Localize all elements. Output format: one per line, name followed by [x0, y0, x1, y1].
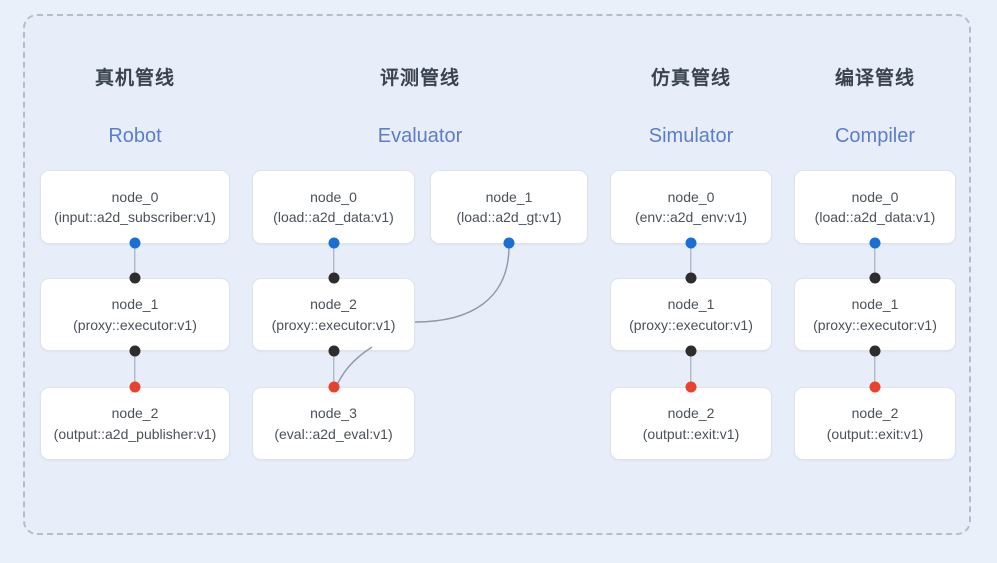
- node-evaluator-3[interactable]: node_3 (eval::a2d_eval:v1): [252, 387, 415, 460]
- node-compiler-2[interactable]: node_2 (output::exit:v1): [794, 387, 956, 460]
- node-name: node_3: [310, 405, 357, 422]
- node-robot-2[interactable]: node_2 (output::a2d_publisher:v1): [40, 387, 230, 460]
- column-subtitle-robot: Robot: [108, 125, 162, 147]
- port-input-compiler-2[interactable]: [869, 381, 881, 393]
- node-spec: (proxy::executor:v1): [271, 316, 396, 333]
- node-simulator-2[interactable]: node_2 (output::exit:v1): [610, 387, 772, 460]
- column-subtitle-evaluator: Evaluator: [377, 125, 463, 147]
- port-output-compiler-1[interactable]: [869, 345, 881, 357]
- port-output-robot-0[interactable]: [129, 237, 141, 249]
- port-output-compiler-0[interactable]: [869, 237, 881, 249]
- column-title-compiler: 编译管线: [834, 68, 915, 89]
- node-spec: (load::a2d_data:v1): [273, 209, 394, 225]
- port-output-robot-1[interactable]: [129, 345, 141, 357]
- node-name: node_0: [667, 188, 715, 205]
- column-title-robot: 真机管线: [94, 68, 175, 89]
- node-spec: (input::a2d_subscriber:v1): [54, 209, 216, 225]
- node-compiler-0[interactable]: node_0 (load::a2d_data:v1): [794, 170, 956, 244]
- node-name: node_2: [667, 405, 715, 422]
- node-simulator-0[interactable]: node_0 (env::a2d_env:v1): [610, 170, 772, 244]
- node-spec: (output::a2d_publisher:v1): [53, 425, 217, 442]
- node-evaluator-2[interactable]: node_2 (proxy::executor:v1): [252, 278, 415, 351]
- node-spec: (output::exit:v1): [642, 425, 740, 442]
- port-input-robot-2[interactable]: [129, 381, 141, 393]
- port-input-evaluator-2[interactable]: [328, 272, 340, 284]
- port-input-evaluator-3[interactable]: [328, 381, 340, 393]
- column-title-simulator: 仿真管线: [650, 68, 731, 89]
- port-input-robot-1[interactable]: [129, 272, 141, 284]
- edge-evaluator-0-2: [333, 243, 335, 278]
- port-output-simulator-1[interactable]: [685, 345, 697, 357]
- port-input-simulator-1[interactable]: [685, 272, 697, 284]
- node-name: node_1: [111, 296, 159, 313]
- port-output-evaluator-0[interactable]: [328, 237, 340, 249]
- node-spec: (proxy::executor:v1): [629, 316, 753, 333]
- edge-compiler-0-1: [874, 243, 876, 278]
- column-subtitle-compiler: Compiler: [834, 125, 916, 147]
- port-input-compiler-1[interactable]: [869, 272, 881, 284]
- edge-evaluator-2-3: [333, 351, 335, 387]
- node-name: node_0: [111, 188, 159, 205]
- node-spec: (proxy::executor:v1): [813, 316, 937, 333]
- node-name: node_1: [667, 296, 715, 313]
- node-name: node_0: [851, 188, 899, 205]
- edge-robot-0-1: [134, 243, 136, 278]
- node-name: node_2: [111, 405, 159, 422]
- port-output-evaluator-1[interactable]: [503, 237, 515, 249]
- node-robot-1[interactable]: node_1 (proxy::executor:v1): [40, 278, 230, 351]
- node-name: node_1: [485, 188, 533, 205]
- port-output-simulator-0[interactable]: [685, 237, 697, 249]
- node-spec: (proxy::executor:v1): [73, 316, 197, 333]
- node-simulator-1[interactable]: node_1 (proxy::executor:v1): [610, 278, 772, 351]
- node-spec: (output::exit:v1): [826, 425, 924, 442]
- column-title-evaluator: 评测管线: [379, 68, 460, 89]
- edge-compiler-1-2: [874, 351, 876, 387]
- edge-simulator-0-1: [690, 243, 692, 278]
- port-input-simulator-2[interactable]: [685, 381, 697, 393]
- node-robot-0[interactable]: node_0 (input::a2d_subscriber:v1): [40, 170, 230, 244]
- node-name: node_2: [310, 296, 357, 313]
- node-compiler-1[interactable]: node_1 (proxy::executor:v1): [794, 278, 956, 351]
- node-spec: (eval::a2d_eval:v1): [274, 425, 393, 442]
- node-evaluator-1[interactable]: node_1 (load::a2d_gt:v1): [430, 170, 588, 244]
- edge-robot-1-2: [134, 351, 136, 387]
- node-name: node_2: [851, 405, 899, 422]
- port-output-evaluator-2[interactable]: [328, 345, 340, 357]
- node-name: node_0: [310, 188, 357, 205]
- node-evaluator-0[interactable]: node_0 (load::a2d_data:v1): [252, 170, 415, 244]
- column-subtitle-simulator: Simulator: [648, 125, 734, 147]
- edge-simulator-1-2: [690, 351, 692, 387]
- node-name: node_1: [851, 296, 899, 313]
- node-spec: (load::a2d_data:v1): [814, 209, 936, 225]
- node-spec: (load::a2d_gt:v1): [456, 209, 562, 225]
- node-spec: (env::a2d_env:v1): [634, 209, 748, 225]
